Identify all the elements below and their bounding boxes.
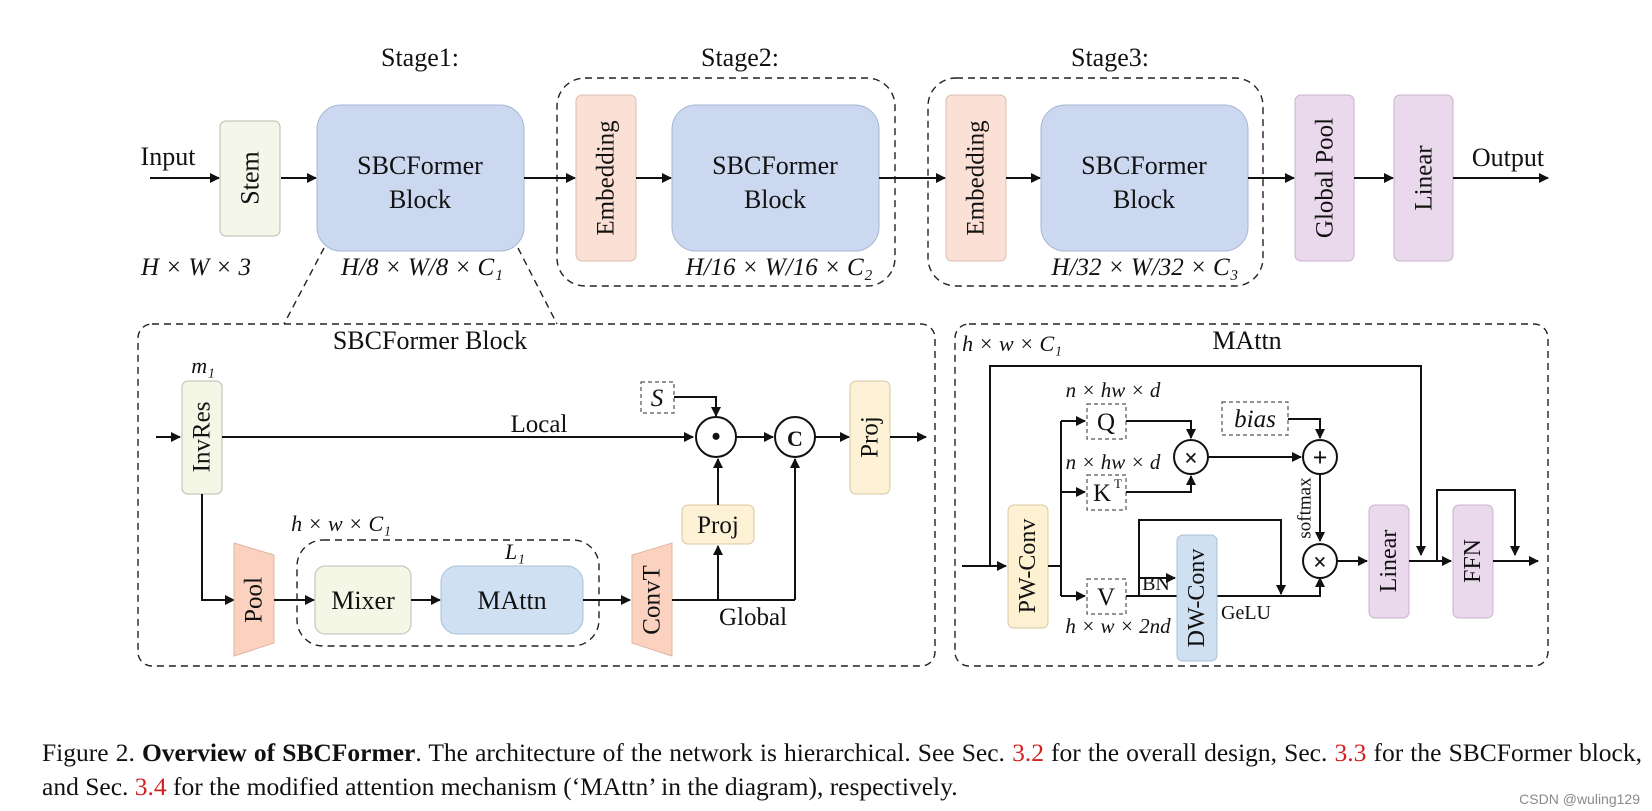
caption-text-4: for the modified attention mechanism (‘M… <box>166 772 958 801</box>
q-to-matmul-arrow <box>1126 420 1196 439</box>
output-label: Output <box>1472 143 1545 172</box>
bias-box <box>1221 401 1289 436</box>
q-dim-label: n × hw × d <box>1066 378 1161 402</box>
caption-text-2: for the overall design, Sec. <box>1043 738 1335 767</box>
caption-fig-number: Figure 2. <box>42 738 142 767</box>
stage2-sbc-line2: Block <box>744 185 806 214</box>
pool-trapezoid <box>233 542 275 657</box>
mixer-dim-label: h × w × C₁ <box>291 511 391 536</box>
k-to-matmul-arrow <box>1126 475 1196 493</box>
stem-box <box>219 120 281 237</box>
bias-label: bias <box>1234 406 1276 433</box>
convt-trapezoid <box>631 542 673 657</box>
caption-text-1: . The architecture of the network is hie… <box>415 738 1013 767</box>
dwconv-label: DW-Conv <box>1184 549 1210 648</box>
stem-label: Stem <box>236 151 265 204</box>
elementwise-mult-symbol: • <box>711 422 720 451</box>
stage1-label: Stage1: <box>381 43 459 72</box>
zoom-line-right <box>517 247 558 325</box>
k-dim-label: n × hw × d <box>1066 450 1161 474</box>
linear-label: Linear <box>1411 145 1438 211</box>
convt-label: ConvT <box>639 565 666 634</box>
l1-label: L₁ <box>504 539 525 564</box>
mattn-input-dim: h × w × C₁ <box>962 331 1062 356</box>
local-label: Local <box>511 411 568 438</box>
add-bias-symbol: + <box>1313 443 1328 472</box>
sbcformer-diagram: Stage1: Stage2: Stage3: Input Stem SBCFo… <box>137 43 1549 667</box>
stage3-group <box>927 77 1264 287</box>
pool-label: Pool <box>241 577 268 623</box>
q-label: Q <box>1097 409 1115 436</box>
block-panel <box>137 323 936 667</box>
stage3-label: Stage3: <box>1071 43 1149 72</box>
k-transpose-label: T <box>1114 476 1122 491</box>
input-label: Input <box>141 142 197 171</box>
caption-text-3: for the SBCFormer block, and Sec. <box>42 738 1642 801</box>
proj-mid-label: Proj <box>697 512 739 539</box>
caption-ref-3-4[interactable]: 3.4 <box>134 772 167 801</box>
proj-out-label: Proj <box>857 416 884 458</box>
ffn-skip-path <box>1436 489 1520 561</box>
ffn-label: FFN <box>1460 539 1486 583</box>
stage2-label: Stage2: <box>701 43 779 72</box>
matmul-qk-symbol: × <box>1184 446 1198 472</box>
mattn-linear-label: Linear <box>1376 530 1402 593</box>
block-panel-title: SBCFormer Block <box>333 326 527 355</box>
v-label: V <box>1097 584 1115 611</box>
s-param-box <box>640 381 675 414</box>
v-residual-path <box>1138 519 1286 596</box>
softmax-label: softmax <box>1295 477 1316 539</box>
mattn-panel <box>954 323 1549 667</box>
caption-title: Overview of SBCFormer <box>141 738 416 767</box>
concat-symbol: C <box>787 426 803 451</box>
caption-ref-3-3[interactable]: 3.3 <box>1334 738 1367 767</box>
pwconv-label: PW-Conv <box>1015 519 1041 614</box>
m1-label: m₁ <box>191 353 215 378</box>
s-to-mult-arrow <box>674 396 721 417</box>
v-dim-label: h × w × 2nd <box>1065 614 1171 638</box>
stage3-embedding-label: Embedding <box>963 120 990 236</box>
caption-ref-3-2[interactable]: 3.2 <box>1012 738 1044 767</box>
dim-stage2: H/16 × W/16 × C₂ <box>685 254 873 281</box>
dwconv-box <box>1176 534 1218 662</box>
v-box <box>1086 578 1127 615</box>
bias-to-add-arrow <box>1288 418 1325 439</box>
stage3-sbc-line1: SBCFormer <box>1081 151 1207 180</box>
mattn-panel-title: MAttn <box>1212 326 1281 355</box>
stage2-embedding-label: Embedding <box>593 120 620 236</box>
figure-caption: Figure 2. Overview of SBCFormer. The arc… <box>42 736 1642 804</box>
k-label: K <box>1093 480 1111 507</box>
invres-down-path <box>201 494 235 605</box>
stage1-sbc-line2: Block <box>389 185 451 214</box>
stage2-sbc-line1: SBCFormer <box>712 151 838 180</box>
watermark: CSDN @wuling129 <box>1519 791 1640 807</box>
repeat-group <box>296 539 600 647</box>
matmul-v-symbol: × <box>1313 550 1327 576</box>
zoom-line-left <box>283 247 325 325</box>
k-box <box>1086 474 1127 511</box>
stage3-sbc-line2: Block <box>1113 185 1175 214</box>
stage1-sbc-line1: SBCFormer <box>357 151 483 180</box>
mattn-skip-path <box>989 365 1426 566</box>
dim-stage3: H/32 × W/32 × C₃ <box>1051 254 1239 281</box>
bn-label: BN <box>1142 573 1170 595</box>
mattn-box-label: MAttn <box>477 586 546 615</box>
dim-stage1: H/8 × W/8 × C₁ <box>340 254 503 281</box>
s-param-label: S <box>651 385 664 412</box>
dim-input: H × W × 3 <box>140 254 251 281</box>
mixer-label: Mixer <box>331 586 395 615</box>
gelu-label: GeLU <box>1221 602 1272 624</box>
invres-label: InvRes <box>189 402 216 473</box>
global-pool-label: Global Pool <box>1312 118 1339 238</box>
global-label: Global <box>719 604 787 631</box>
stage2-group <box>556 77 896 287</box>
